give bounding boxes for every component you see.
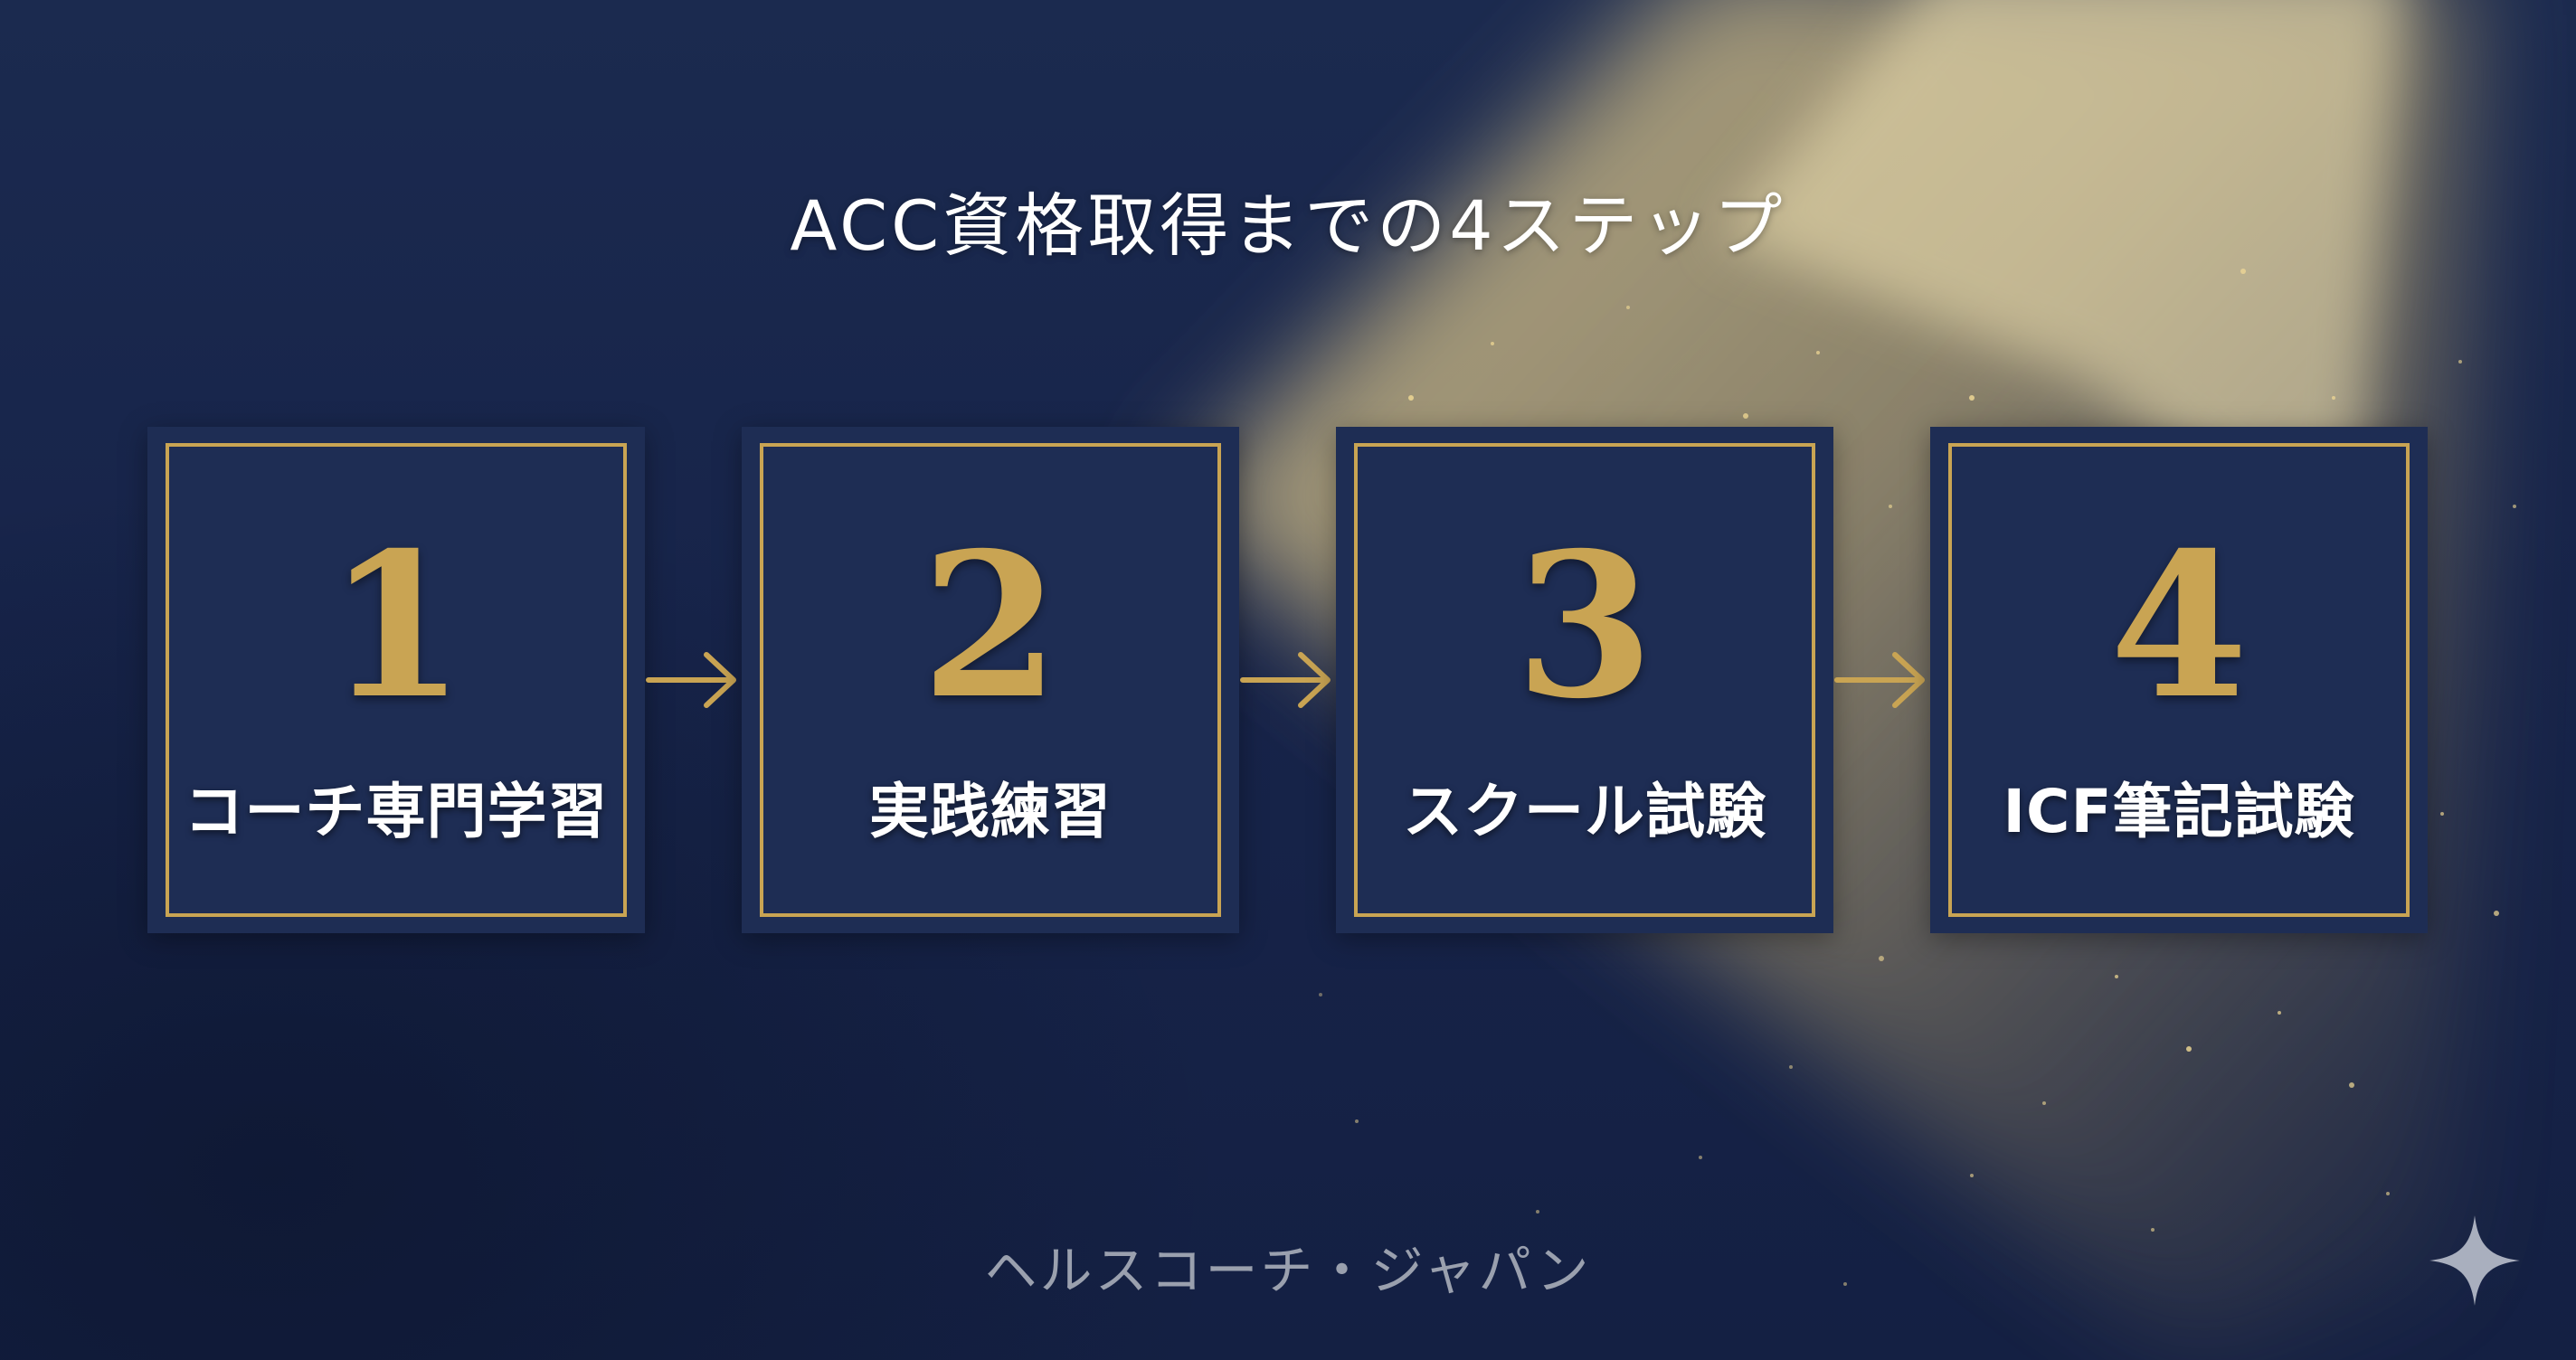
right-arrow-icon xyxy=(1834,652,1925,708)
step-card-4: 4 ICF筆記試験 xyxy=(1930,427,2428,933)
step-frame xyxy=(166,443,627,917)
step-card-2: 2 実践練習 xyxy=(742,427,1239,933)
step-card-1: 1 コーチ専門学習 xyxy=(147,427,645,933)
step-label: 実践練習 xyxy=(869,777,1112,846)
step-frame xyxy=(1354,443,1815,917)
right-arrow-icon xyxy=(646,652,736,708)
footer-brand: ヘルスコーチ・ジャパン xyxy=(984,1240,1592,1301)
right-arrow-icon xyxy=(1240,652,1331,708)
step-frame xyxy=(760,443,1221,917)
step-number: 4 xyxy=(2109,508,2249,742)
step-number: 1 xyxy=(327,508,466,742)
slide-title: ACC資格取得までの4ステップ xyxy=(790,185,1786,266)
step-number: 3 xyxy=(1515,508,1654,742)
sparkle-icon xyxy=(2429,1215,2520,1306)
step-number: 2 xyxy=(921,508,1060,742)
step-label: ICF筆記試験 xyxy=(2003,777,2355,846)
step-card-3: 3 スクール試験 xyxy=(1336,427,1833,933)
step-label: コーチ専門学習 xyxy=(184,777,609,846)
step-frame xyxy=(1948,443,2410,917)
step-label: スクール試験 xyxy=(1403,777,1766,846)
